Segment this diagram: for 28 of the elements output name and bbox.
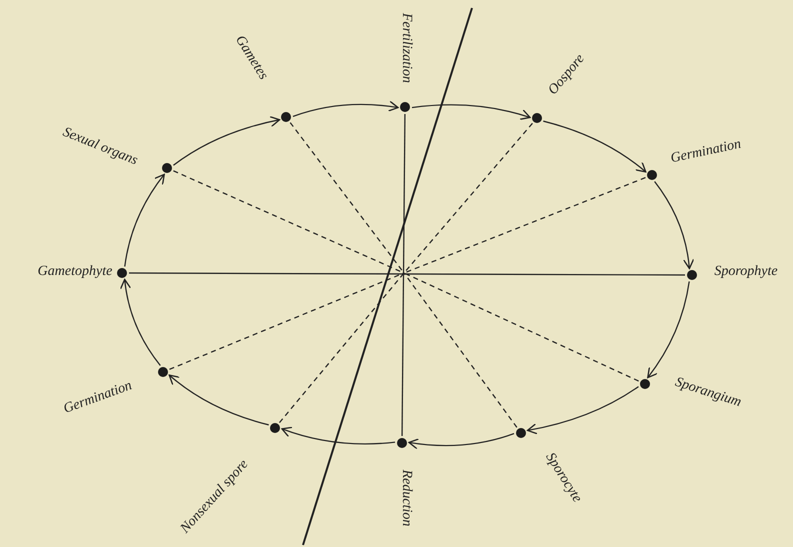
connecting-line — [173, 170, 404, 274]
cycle-arrow — [412, 104, 531, 120]
cycle-arrow — [120, 278, 161, 366]
connecting-line — [404, 272, 518, 428]
connecting-line — [404, 122, 533, 274]
cycle-arrow — [124, 174, 165, 267]
stage-label: Germination — [670, 138, 742, 166]
stage-label: Gametophyte — [38, 265, 112, 279]
cycle-arrow — [647, 281, 690, 378]
cycle-arrow — [654, 181, 694, 270]
cycle-arrow — [281, 426, 396, 445]
cycle-arrow — [543, 120, 646, 173]
connecting-line — [404, 177, 646, 274]
connecting-line — [290, 122, 404, 274]
stage-label: Fertilization — [399, 13, 413, 83]
connecting-line — [404, 272, 639, 382]
stage-label: Reduction — [399, 470, 413, 526]
connecting-line — [279, 272, 404, 423]
connecting-line — [129, 272, 685, 276]
cycle-arrow — [173, 116, 280, 166]
connecting-line — [401, 114, 406, 436]
stage-label: Sexual organs — [60, 126, 140, 168]
cycle-arrow — [526, 386, 639, 434]
cycle-arrow — [168, 374, 269, 426]
cycle-arrow — [408, 433, 514, 450]
stage-label: Sporophyte — [714, 265, 778, 279]
cycle-arrow — [292, 100, 399, 117]
connecting-line — [169, 272, 404, 370]
